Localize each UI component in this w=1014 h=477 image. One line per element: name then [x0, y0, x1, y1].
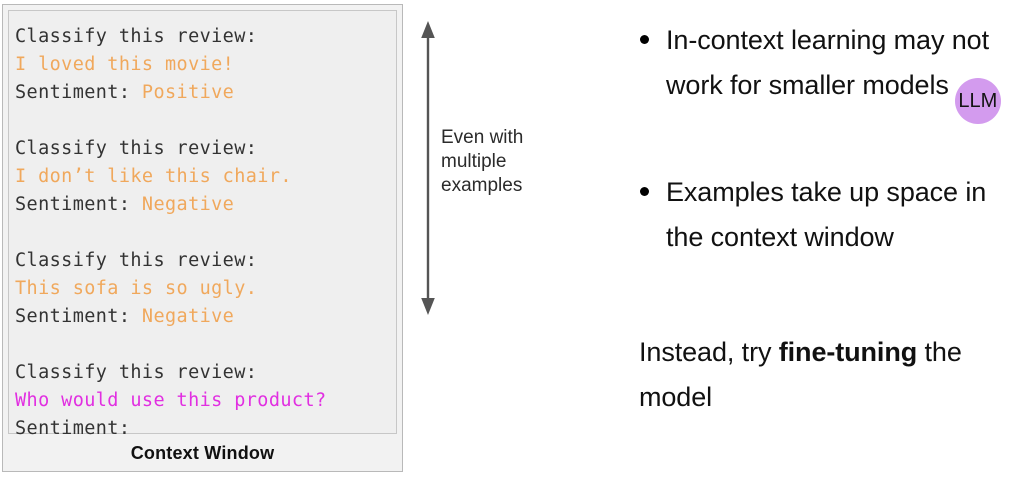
- list-item: Examples take up space in the context wi…: [636, 170, 1011, 260]
- code-line-blank: [15, 331, 396, 359]
- code-line: Sentiment: Negative: [15, 191, 396, 219]
- code-line-blank: [15, 107, 396, 135]
- bullet-dot-icon: [640, 187, 649, 196]
- prompt-code-box: Classify this review: I loved this movie…: [8, 10, 397, 439]
- code-token-example: Negative: [141, 306, 235, 327]
- list-item-label: In-context learning may not work for sma…: [666, 25, 989, 100]
- notes-column: In-context learning may not work for sma…: [636, 18, 1011, 284]
- span-annotation-label: Even with multiple examples: [441, 127, 524, 196]
- code-token-prompt: Classify this review:: [15, 138, 258, 159]
- closing-note: Instead, try fine-tuning the model: [639, 330, 1014, 420]
- code-token-example: I don’t like this chair.: [15, 166, 292, 187]
- code-line: Classify this review:: [15, 247, 396, 275]
- code-token-prompt: Classify this review:: [15, 26, 258, 47]
- code-line: Classify this review:: [15, 135, 396, 163]
- code-line: Sentiment:: [15, 415, 396, 443]
- code-line: I loved this movie!: [15, 51, 396, 79]
- double-headed-vertical-arrow-icon: [414, 18, 444, 318]
- code-token-prompt: Sentiment:: [15, 418, 131, 439]
- bullet-dot-icon: [640, 35, 649, 44]
- llm-badge: LLM: [954, 78, 1001, 124]
- code-token-example: This sofa is so ugly.: [15, 278, 258, 299]
- code-line-blank: [15, 219, 396, 247]
- code-line: I don’t like this chair.: [15, 163, 396, 191]
- code-token-query: Who would use this product?: [15, 390, 327, 411]
- context-window-panel: Classify this review: I loved this movie…: [2, 4, 403, 472]
- closing-note-after: the model: [639, 337, 962, 412]
- code-token-prompt: Classify this review:: [15, 362, 258, 383]
- code-token-prompt: Sentiment:: [15, 306, 142, 327]
- code-token-example: Negative: [141, 194, 235, 215]
- code-line: This sofa is so ugly.: [15, 275, 396, 303]
- list-item: In-context learning may not work for sma…: [636, 18, 1011, 124]
- code-line: Classify this review:: [15, 23, 396, 51]
- list-item-label: Examples take up space in the context wi…: [666, 177, 987, 252]
- code-token-example: Positive: [141, 82, 235, 103]
- code-line: Classify this review:: [15, 359, 396, 387]
- code-line: Sentiment: Negative: [15, 303, 396, 331]
- code-token-prompt: Sentiment:: [15, 82, 142, 103]
- code-line: Sentiment: Positive: [15, 79, 396, 107]
- code-token-prompt: Classify this review:: [15, 250, 258, 271]
- closing-note-before: Instead, try: [639, 337, 779, 367]
- code-line: Who would use this product?: [15, 387, 396, 415]
- closing-note-emphasis: fine-tuning: [778, 337, 918, 367]
- code-token-example: I loved this movie!: [15, 54, 235, 75]
- code-token-prompt: Sentiment:: [15, 194, 142, 215]
- context-window-caption: Context Window: [130, 443, 275, 463]
